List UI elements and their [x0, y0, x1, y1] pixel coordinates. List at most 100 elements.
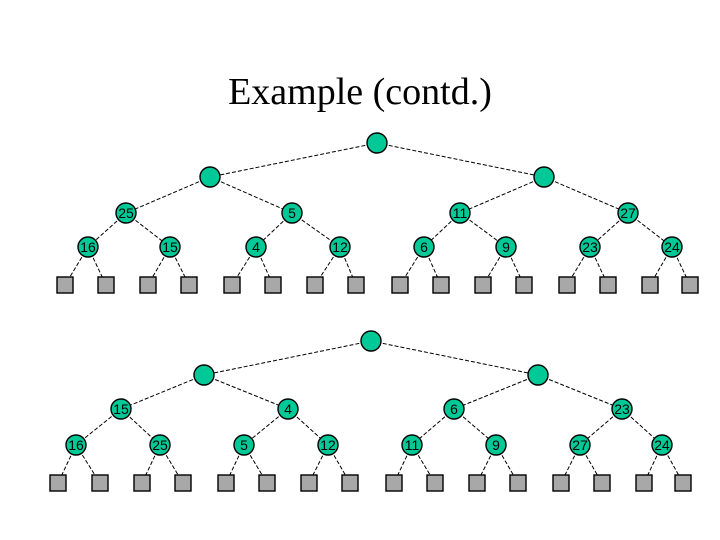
top-tree-key-node	[495, 236, 517, 258]
bottom-tree-leaf-square	[509, 474, 527, 492]
bottom-tree-leaf-square	[133, 474, 151, 492]
bottom-tree-key-node	[485, 434, 507, 456]
top-tree-key-label: 4	[252, 239, 260, 255]
bottom-tree-leaf-square	[385, 474, 403, 492]
bottom-tree-key-node	[149, 434, 171, 456]
top-tree-leaf-square	[681, 276, 699, 294]
bottom-tree-key-label: 25	[152, 437, 168, 453]
bottom-tree-key-node	[611, 398, 633, 420]
bottom-tree-leaf-square	[426, 474, 444, 492]
bottom-tree-key-node	[277, 398, 299, 420]
bottom-tree-key-label: 24	[654, 437, 670, 453]
slide-title: Example (contd.)	[228, 71, 492, 113]
top-tree-key-node	[449, 202, 471, 224]
bottom-tree-key-label: 12	[320, 437, 336, 453]
bottom-tree-root-node	[360, 330, 382, 352]
top-tree-key-label: 12	[332, 239, 348, 255]
top-tree-key-node	[115, 202, 137, 224]
top-tree-key-node	[245, 236, 267, 258]
top-tree-leaf-square	[97, 276, 115, 294]
top-tree-edge-l1-2	[459, 176, 545, 214]
bottom-tree-edge-root-1	[370, 340, 539, 376]
bottom-tree-key-label: 9	[492, 437, 500, 453]
top-tree-leaf-square	[139, 276, 157, 294]
top-tree-leaf-square	[641, 276, 659, 294]
bottom-tree-edge-root-0	[203, 340, 372, 376]
bottom-tree-key-node	[233, 434, 255, 456]
top-tree-edge-l1-0	[125, 176, 211, 214]
bottom-tree-key-label: 27	[572, 437, 588, 453]
bottom-tree-key-node	[569, 434, 591, 456]
bottom-tree-key-node	[401, 434, 423, 456]
bottom-tree-internal-node	[527, 364, 549, 386]
top-tree-key-label: 25	[118, 205, 134, 221]
bottom-tree-leaf-square	[674, 474, 692, 492]
bottom-tree-leaf-square	[91, 474, 109, 492]
bottom-tree-key-label: 23	[614, 401, 630, 417]
bottom-tree-key-label: 5	[240, 437, 248, 453]
bottom-tree-leaf-square	[49, 474, 67, 492]
top-tree-key-node	[617, 202, 639, 224]
bottom-tree-key-label: 4	[284, 401, 292, 417]
bottom-tree-key-label: 11	[405, 437, 420, 453]
bottom-tree-leaf-square	[300, 474, 318, 492]
top-tree-internal-node	[533, 166, 555, 188]
top-tree-key-label: 24	[664, 239, 680, 255]
top-tree-key-node	[77, 236, 99, 258]
top-tree-key-label: 23	[582, 239, 598, 255]
bottom-tree-key-label: 6	[450, 401, 458, 417]
bottom-tree-leaf-square	[258, 474, 276, 492]
top-tree-key-label: 15	[162, 239, 178, 255]
top-tree-edge-root-1	[376, 142, 545, 178]
top-tree-key-label: 27	[620, 205, 636, 221]
bottom-tree-leaf-square	[593, 474, 611, 492]
bottom-tree-leaf-square	[468, 474, 486, 492]
top-tree-leaf-square	[264, 276, 282, 294]
top-tree-key-label: 9	[502, 239, 510, 255]
top-tree-key-node	[281, 202, 303, 224]
top-tree-edge-root-0	[209, 142, 378, 178]
top-tree-key-label: 11	[453, 205, 468, 221]
top-tree-key-label: 5	[288, 205, 296, 221]
top-tree-leaf-square	[56, 276, 74, 294]
bottom-tree-leaf-square	[174, 474, 192, 492]
top-tree-leaf-square	[391, 276, 409, 294]
bottom-tree-edge-l1-1	[203, 374, 289, 410]
bottom-tree-key-node	[443, 398, 465, 420]
top-tree-key-node	[661, 236, 683, 258]
bottom-tree-edge-l1-2	[453, 374, 539, 410]
top-tree-leaf-square	[474, 276, 492, 294]
top-tree-key-node	[579, 236, 601, 258]
bottom-tree-key-label: 16	[68, 437, 84, 453]
top-tree-leaf-square	[306, 276, 324, 294]
top-tree-leaf-square	[558, 276, 576, 294]
top-tree-key-node	[413, 236, 435, 258]
top-tree-leaf-square	[347, 276, 365, 294]
bottom-tree-leaf-square	[635, 474, 653, 492]
bottom-tree-key-node	[110, 398, 132, 420]
bottom-tree-key-node	[651, 434, 673, 456]
top-tree-leaf-square	[515, 276, 533, 294]
bottom-tree-internal-node	[193, 364, 215, 386]
top-tree-key-node	[329, 236, 351, 258]
top-tree-leaf-square	[180, 276, 198, 294]
bottom-tree-key-node	[65, 434, 87, 456]
bottom-tree-leaf-square	[341, 474, 359, 492]
top-tree-root-node	[366, 132, 388, 154]
bottom-tree-leaf-square	[217, 474, 235, 492]
bottom-tree-key-label: 15	[113, 401, 129, 417]
top-tree-key-label: 16	[80, 239, 96, 255]
top-tree-key-label: 6	[420, 239, 428, 255]
top-tree-leaf-square	[432, 276, 450, 294]
bottom-tree-edge-l1-0	[120, 374, 205, 410]
top-tree-leaf-square	[599, 276, 617, 294]
top-tree-edge-l1-3	[543, 176, 629, 214]
bottom-tree-edge-l1-3	[537, 374, 623, 410]
top-tree-leaf-square	[223, 276, 241, 294]
top-tree-edge-l1-1	[209, 176, 293, 214]
top-tree-key-node	[159, 236, 181, 258]
bottom-tree-leaf-square	[552, 474, 570, 492]
top-tree-internal-node	[199, 166, 221, 188]
bottom-tree-key-node	[317, 434, 339, 456]
